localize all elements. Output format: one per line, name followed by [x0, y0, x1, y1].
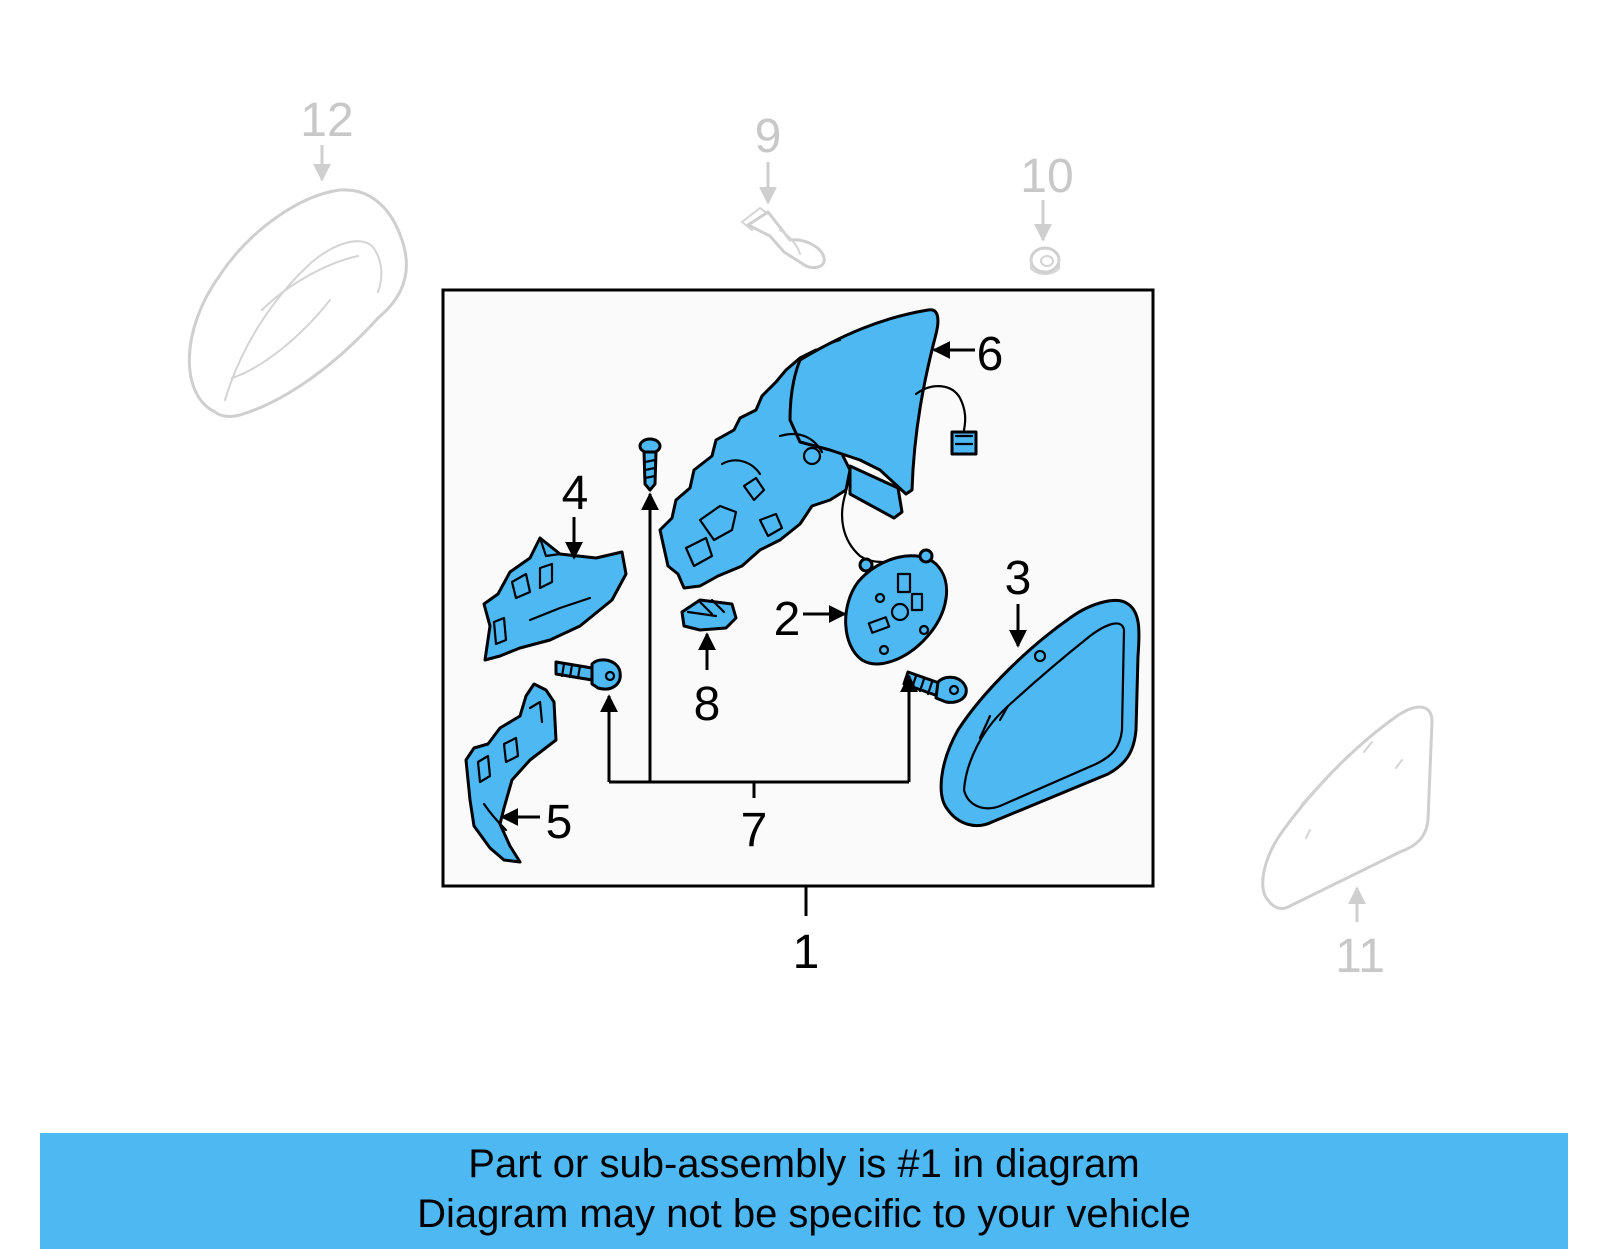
svg-text:8: 8: [694, 678, 721, 731]
svg-text:1: 1: [793, 926, 820, 979]
callout-5: 5: [500, 796, 573, 849]
part-2-motor[interactable]: [844, 548, 949, 666]
svg-text:5: 5: [546, 796, 573, 849]
part-7-screw-left[interactable]: [554, 658, 622, 691]
svg-text:9: 9: [755, 110, 782, 163]
banner-line-1: Part or sub-assembly is #1 in diagram: [468, 1142, 1140, 1186]
part-5-lower-cover[interactable]: [464, 682, 558, 864]
callout-1: 1: [793, 886, 820, 979]
part-6-mirror-base[interactable]: [658, 308, 978, 590]
callout-6: 6: [932, 328, 1004, 381]
part-9-bulb[interactable]: [740, 206, 826, 270]
svg-text:6: 6: [977, 328, 1004, 381]
info-banner: Part or sub-assembly is #1 in diagram Di…: [40, 1133, 1568, 1249]
callout-9: 9: [755, 110, 782, 205]
part-11-mirror-glass[interactable]: [1261, 705, 1434, 910]
callout-2: 2: [774, 593, 847, 646]
svg-text:11: 11: [1335, 930, 1385, 983]
part-8-block[interactable]: [680, 598, 738, 632]
svg-text:10: 10: [1020, 150, 1073, 203]
callout-11: 11: [1335, 886, 1385, 983]
svg-text:7: 7: [741, 804, 768, 857]
part-12-housing-cover[interactable]: [187, 188, 408, 418]
callout-7-leader: [600, 492, 918, 798]
callout-10: 10: [1020, 150, 1074, 242]
svg-text:4: 4: [562, 467, 589, 520]
svg-text:2: 2: [774, 593, 801, 646]
banner-line-2: Diagram may not be specific to your vehi…: [417, 1192, 1191, 1236]
svg-text:3: 3: [1005, 552, 1032, 605]
callout-12: 12: [300, 94, 354, 182]
part-3-mirror-glass[interactable]: [939, 599, 1141, 827]
part-4-upper-cover[interactable]: [482, 536, 628, 662]
callout-4: 4: [562, 467, 589, 560]
callout-8: 8: [694, 632, 721, 731]
svg-text:12: 12: [300, 94, 353, 147]
part-10-nut[interactable]: [1029, 246, 1061, 275]
callout-7: 7: [741, 804, 768, 857]
callout-3: 3: [1005, 552, 1032, 648]
part-7-screw-top[interactable]: [638, 437, 662, 492]
